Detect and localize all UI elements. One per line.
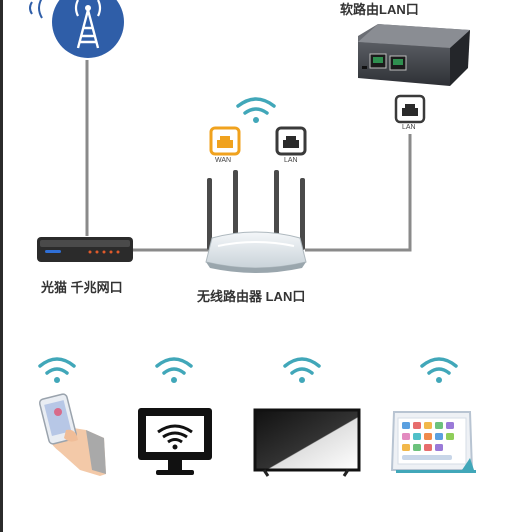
connection-lines	[85, 60, 412, 252]
device-wifi-icons	[38, 357, 458, 383]
lan-port-label: LAN	[284, 157, 298, 164]
lan-port-icon	[275, 126, 307, 156]
modem-label: 光猫 千兆网口	[41, 280, 123, 295]
wifi-icon	[236, 97, 276, 123]
wifi-icon	[420, 357, 458, 383]
computer-monitor-icon	[138, 408, 212, 475]
tv-icon	[253, 408, 361, 477]
wifi-icon	[38, 357, 76, 383]
phone-in-hand-icon	[38, 393, 106, 476]
wifi-icon	[283, 357, 321, 383]
soft-router-label: 软路由LAN口	[340, 2, 419, 17]
soft-router-lan-port-label: LAN	[402, 124, 416, 131]
soft-router-icon	[358, 24, 470, 86]
wan-port-icon	[209, 126, 241, 156]
ethernet-port-icon	[394, 94, 426, 124]
tablet-icon	[390, 411, 476, 473]
router-to-soft-router-line	[305, 134, 412, 252]
wireless-router-icon	[205, 170, 307, 273]
wan-port-label: WAN	[215, 157, 232, 164]
cell-tower-icon	[29, 0, 124, 58]
wifi-icon	[155, 357, 193, 383]
wireless-router-label: 无线路由器 LAN口	[197, 289, 306, 304]
frame-border	[0, 0, 3, 532]
optical-modem-icon	[37, 237, 133, 262]
